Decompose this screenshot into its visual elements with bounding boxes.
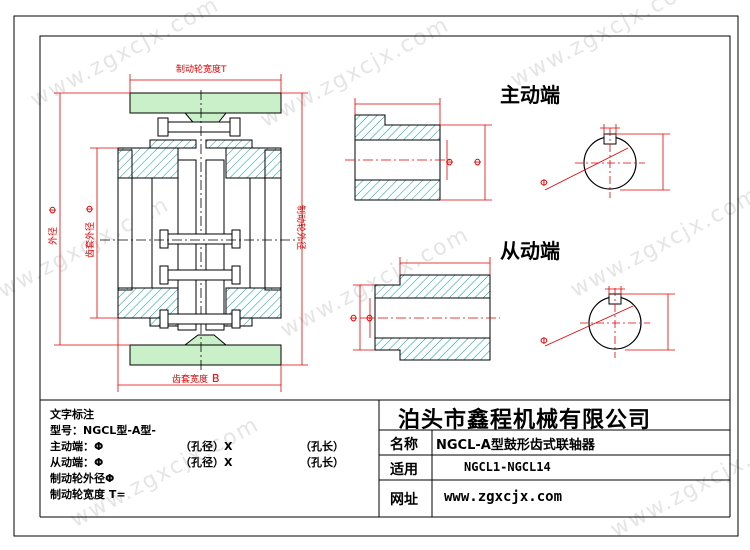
label-phi-left: Φ [48,206,59,214]
apply-value: NGCL1-NGCL14 [464,460,551,474]
name-label: 名称 [390,437,418,453]
url-value: www.zgxcjx.com [444,489,563,505]
label-brake-width: 制动轮宽度T [176,63,227,75]
label-brake-outer-dia: 制动轮外径 [295,205,307,250]
apply-label: 适用 [390,462,418,478]
annotation-driven: 从动端：Φ [50,456,104,469]
annotation-driven-len: （孔长） [300,456,344,469]
label-gear-width-letter: B [212,372,220,385]
coupling-section-view [100,90,300,370]
label-phi-dvn-2: Φ [365,314,376,322]
company-name: 泊头市鑫程机械有限公司 [398,408,652,433]
label-gear-outer-dia: 齿套外径 [84,222,96,258]
label-outer-dia: 外径 [47,227,59,245]
label-driven-end: 从动端 [500,239,560,263]
label-phi-gear: Φ [85,205,96,213]
annotation-model: 型号：NGCL型-A型- [50,424,156,437]
annotation-driving-bore: （孔径）X [180,440,233,453]
annotation-brake-dia: 制动轮外径Φ [50,472,115,485]
annotation-driving-len: （孔长） [300,440,344,453]
annotation-brake-width: 制动轮宽度 T= [50,488,126,501]
drawing-border [13,15,739,537]
name-value: NGCL-A型鼓形齿式联轴器 [436,438,595,453]
label-driving-end: 主动端 [500,83,560,107]
annotation-driven-bore: （孔径）X [180,456,233,469]
annotation-driving: 主动端：Φ [50,440,104,453]
bolt-3 [159,309,241,329]
url-label: 网址 [390,492,418,508]
label-phi-dvn-end: Φ [540,336,548,347]
label-gear-width: 齿套宽度 [172,373,208,385]
label-phi-drv-end: Φ [540,178,548,189]
title-block-frame [378,400,730,517]
annotation-title: 文字标注 [50,408,94,421]
bolt-2 [159,265,241,285]
coupling-dimensions [54,74,308,392]
driving-end-section [345,98,670,201]
label-phi-drv-1: Φ [445,158,456,166]
bolt-1 [159,229,241,249]
driven-end-section [353,257,675,361]
label-phi-dvn-1: Φ [349,314,360,322]
label-phi-drv-2: Φ [473,158,484,166]
